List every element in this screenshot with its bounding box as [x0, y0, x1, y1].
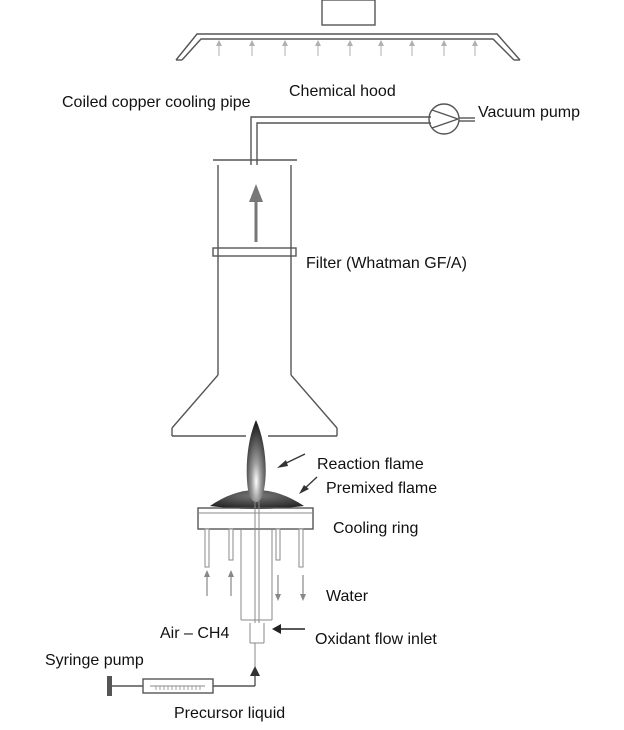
precursor-liquid-label: Precursor liquid: [174, 705, 286, 722]
flow-up-arrow-icon: [249, 184, 263, 242]
syringe-pump-icon: [107, 666, 260, 696]
vacuum-pump-icon: [428, 103, 475, 135]
airflow-arrow-icon: [441, 40, 447, 56]
airflow-arrow-icon: [216, 40, 222, 56]
premixed-flame-label: Premixed flame: [326, 480, 438, 497]
vacuum-pump-label: Vacuum pump: [478, 104, 580, 121]
airflow-arrow-icon: [282, 40, 288, 56]
syringe-pump-label: Syringe pump: [45, 652, 144, 669]
chemical-hood: [175, 0, 521, 61]
hood-airflow-arrows: [216, 40, 478, 56]
airflow-arrow-icon: [472, 40, 478, 56]
burner-tube: [240, 500, 273, 672]
oxidant-inlet-arrow: [272, 624, 305, 634]
chemical-hood-label: Chemical hood: [289, 83, 396, 100]
water-out-arrow-icon: [300, 575, 306, 601]
water-in-arrow-icon: [228, 570, 234, 596]
cooling-ring-water-pipes: [204, 528, 304, 568]
oxidant-inlet-label: Oxidant flow inlet: [315, 631, 437, 648]
filter-holder: [212, 247, 297, 257]
cooling-ring-label: Cooling ring: [333, 520, 419, 537]
airflow-arrow-icon: [315, 40, 321, 56]
water-in-arrow-icon: [204, 570, 210, 596]
reaction-flame-pointer: [277, 453, 306, 468]
cooling-pipe-label: Coiled copper cooling pipe: [62, 94, 251, 111]
coiled-copper-cooling-pipe: [250, 116, 431, 165]
water-label: Water: [326, 588, 369, 605]
water-out-arrow-icon: [275, 575, 281, 601]
airflow-arrow-icon: [378, 40, 384, 56]
filter-label: Filter (Whatman GF/A): [306, 255, 467, 272]
collection-chimney: [171, 159, 338, 437]
premixed-flame-pointer: [299, 476, 318, 494]
reaction-flame-shape: [246, 420, 266, 502]
air-ch4-label: Air – CH4: [160, 625, 230, 642]
airflow-arrow-icon: [409, 40, 415, 56]
airflow-arrow-icon: [249, 40, 255, 56]
airflow-arrow-icon: [347, 40, 353, 56]
reaction-flame-label: Reaction flame: [317, 456, 424, 473]
water-flow-arrows: [204, 570, 306, 601]
